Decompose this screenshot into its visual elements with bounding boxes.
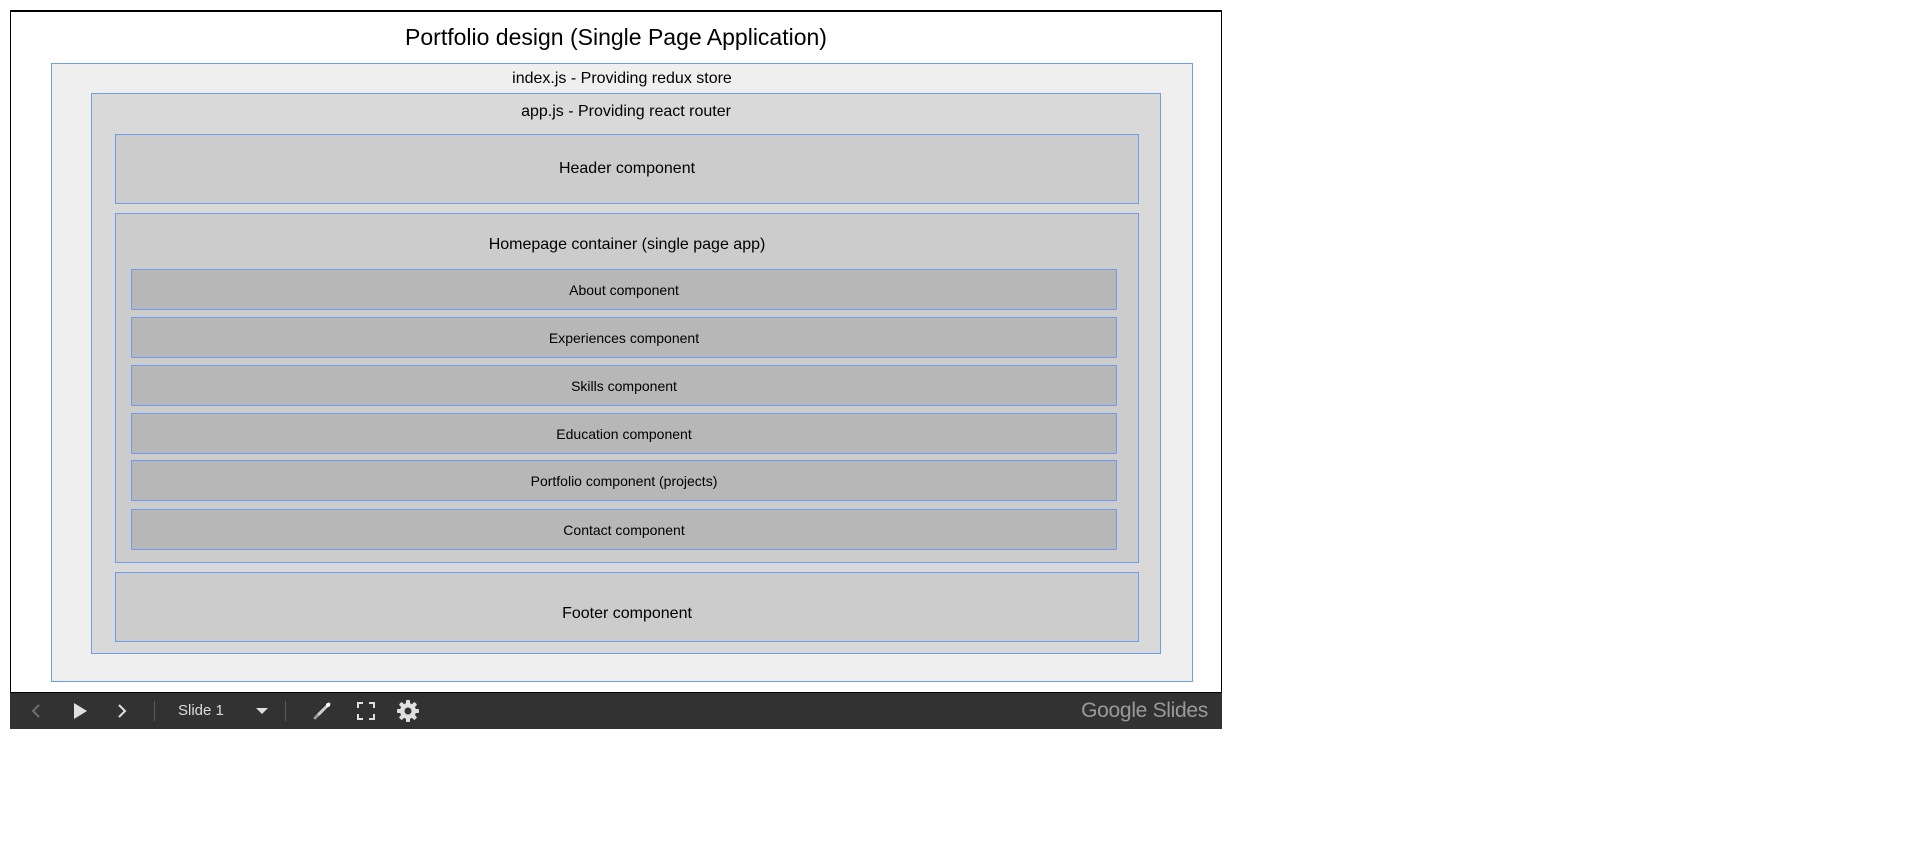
experiences-component-label: Experiences component (548, 330, 700, 346)
control-separator (285, 701, 286, 721)
fullscreen-button[interactable] (352, 693, 380, 729)
chevron-left-icon (31, 704, 40, 718)
caret-down-icon (256, 708, 268, 714)
index-js-label: index.js - Providing redux store (512, 70, 732, 87)
presentation-control-bar: Slide 1 (10, 693, 1222, 729)
footer-component-box: Footer component (115, 572, 1139, 642)
slide-canvas: Portfolio design (Single Page Applicatio… (10, 10, 1222, 693)
laser-pointer-icon (313, 702, 331, 720)
skills-component-box: Skills component (131, 365, 1117, 406)
about-component-label: About component (569, 282, 679, 298)
app-js-label: app.js - Providing react router (521, 103, 731, 120)
google-slides-logo[interactable]: Google Slides (1081, 699, 1208, 722)
slide-title: Portfolio design (Single Page Applicatio… (405, 24, 827, 50)
portfolio-component-box: Portfolio component (projects) (131, 460, 1117, 501)
header-component-box: Header component (115, 134, 1139, 204)
index-js-box: index.js - Providing redux store app.js … (51, 63, 1193, 682)
education-component-label: Education component (556, 426, 692, 442)
control-separator (154, 701, 155, 721)
contact-component-label: Contact component (563, 522, 685, 538)
play-icon (74, 703, 87, 719)
app-js-box: app.js - Providing react router Header c… (91, 93, 1161, 654)
footer-component-label: Footer component (562, 605, 692, 622)
slide-dropdown-button[interactable] (250, 693, 274, 729)
education-component-box: Education component (131, 413, 1117, 454)
next-slide-button[interactable] (110, 693, 134, 729)
experiences-component-box: Experiences component (131, 317, 1117, 358)
portfolio-component-label: Portfolio component (projects) (530, 473, 718, 489)
fullscreen-icon (357, 702, 375, 720)
gear-icon (397, 700, 419, 722)
chevron-right-icon (118, 704, 127, 718)
play-button[interactable] (68, 693, 92, 729)
skills-component-label: Skills component (571, 378, 677, 394)
header-component-label: Header component (558, 160, 696, 177)
contact-component-box: Contact component (131, 509, 1117, 550)
homepage-container-label: Homepage container (single page app) (488, 236, 766, 253)
about-component-box: About component (131, 269, 1117, 310)
previous-slide-button[interactable] (24, 693, 48, 729)
laser-pointer-button[interactable] (308, 693, 336, 729)
slide-indicator: Slide 1 (178, 702, 224, 719)
slides-embed: Portfolio design (Single Page Applicatio… (10, 10, 1222, 729)
settings-button[interactable] (394, 693, 422, 729)
homepage-container-box: Homepage container (single page app) Abo… (115, 213, 1139, 563)
